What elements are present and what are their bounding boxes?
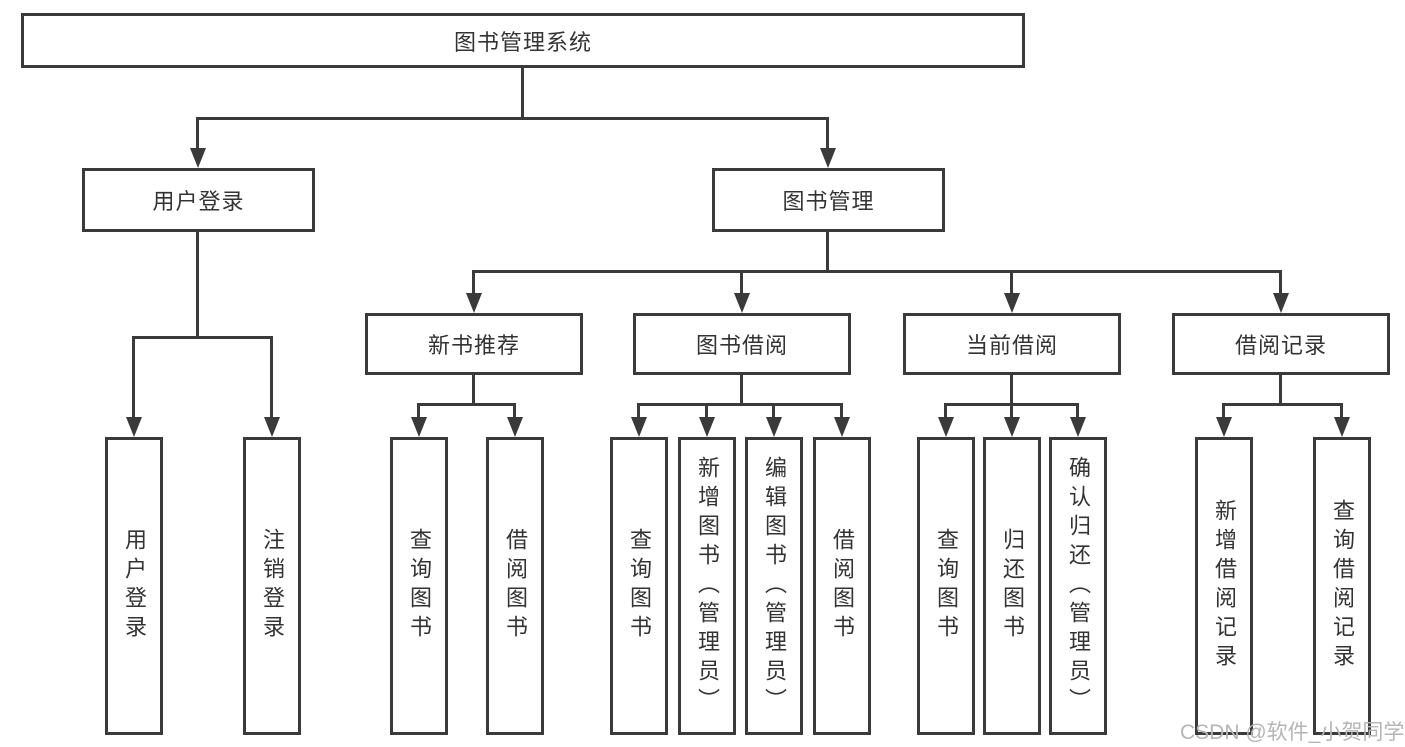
arrow-down-icon [264, 417, 280, 437]
leaf-borrow-books-borrowing: 借阅图书 [813, 437, 871, 735]
connector-line [637, 405, 640, 421]
arrow-down-icon [1273, 293, 1289, 313]
connector-line [1222, 405, 1225, 421]
leaf-user-login: 用户登录 [105, 437, 163, 735]
connector-line [196, 118, 199, 150]
node-book-borrowing: 图书借阅 [633, 313, 851, 375]
connector-line [196, 232, 199, 337]
node-user-login: 用户登录 [82, 168, 315, 232]
connector-line [740, 375, 743, 405]
connector-line [1076, 405, 1079, 421]
leaf-query-books-current: 查询图书 [917, 437, 975, 735]
leaf-confirm-return-admin: 确认归还（管理员） [1049, 437, 1107, 735]
node-current-borrowing: 当前借阅 [903, 313, 1121, 375]
csdn-watermark: CSDN @软件_小贺同学 [1180, 721, 1405, 744]
connector-line [1010, 405, 1013, 421]
leaf-add-borrow-record: 新增借阅记录 [1195, 437, 1253, 735]
leaf-query-books-recommend: 查询图书 [390, 437, 448, 735]
leaf-logout: 注销登录 [243, 437, 301, 735]
connector-line [705, 405, 708, 421]
connector-line [132, 337, 135, 419]
arrow-down-icon [766, 417, 782, 437]
leaf-add-books-admin: 新增图书（管理员） [678, 437, 736, 735]
arrow-down-icon [1070, 417, 1086, 437]
arrow-down-icon [126, 417, 142, 437]
connector-line [417, 405, 420, 421]
leaf-edit-books-admin: 编辑图书（管理员） [745, 437, 803, 735]
arrow-down-icon [699, 417, 715, 437]
connector-line [1222, 403, 1343, 406]
connector-line [826, 232, 829, 272]
connector-line [270, 337, 273, 419]
connector-line [196, 117, 829, 120]
leaf-query-books-borrowing: 查询图书 [610, 437, 668, 735]
connector-line [1010, 375, 1013, 405]
arrow-down-icon [1004, 417, 1020, 437]
connector-line [1279, 272, 1282, 297]
connector-line [772, 405, 775, 421]
arrow-down-icon [734, 293, 750, 313]
connector-line [740, 272, 743, 297]
leaf-query-borrow-record: 查询借阅记录 [1313, 437, 1371, 735]
connector-line [472, 270, 1282, 273]
connector-line [1010, 272, 1013, 297]
arrow-down-icon [507, 417, 523, 437]
arrow-down-icon [938, 417, 954, 437]
connector-line [417, 403, 516, 406]
connector-line [513, 405, 516, 421]
arrow-down-icon [1216, 417, 1232, 437]
arrow-down-icon [466, 293, 482, 313]
arrow-down-icon [411, 417, 427, 437]
arrow-down-icon [1334, 417, 1350, 437]
node-borrowing-records: 借阅记录 [1172, 313, 1390, 375]
connector-line [840, 405, 843, 421]
node-book-management: 图书管理 [712, 168, 945, 232]
leaf-return-books: 归还图书 [983, 437, 1041, 735]
arrow-down-icon [190, 148, 206, 168]
node-new-book-recommendation: 新书推荐 [365, 313, 583, 375]
connector-line [1340, 405, 1343, 421]
connector-line [637, 403, 843, 406]
connector-line [472, 272, 475, 297]
node-root: 图书管理系统 [21, 13, 1025, 68]
connector-line [1279, 375, 1282, 405]
arrow-down-icon [834, 417, 850, 437]
arrow-down-icon [820, 148, 836, 168]
connector-line [944, 405, 947, 421]
arrow-down-icon [1004, 293, 1020, 313]
connector-line [826, 118, 829, 150]
connector-line [944, 403, 1079, 406]
connector-line [472, 375, 475, 405]
connector-line [132, 336, 273, 339]
leaf-borrow-books-recommend: 借阅图书 [486, 437, 544, 735]
connector-line [521, 68, 524, 118]
arrow-down-icon [631, 417, 647, 437]
